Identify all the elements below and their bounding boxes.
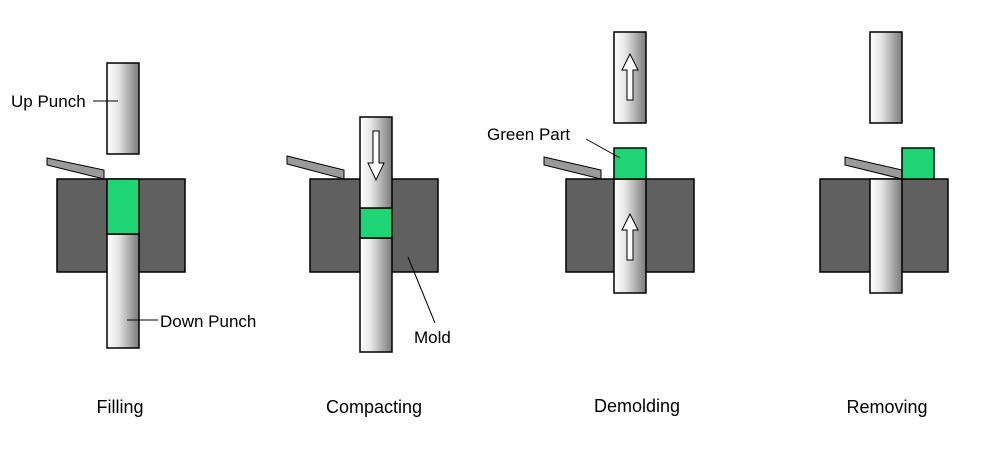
caption-removing: Removing bbox=[846, 397, 927, 417]
caption-demolding: Demolding bbox=[594, 396, 680, 416]
down-punch bbox=[106, 233, 140, 349]
stage-compacting: Mold Compacting bbox=[286, 116, 451, 417]
caption-filling: Filling bbox=[96, 397, 143, 417]
stage-demolding: Green Part Demolding bbox=[487, 31, 695, 416]
down-punch bbox=[869, 178, 903, 294]
up-punch bbox=[869, 31, 903, 124]
green-part bbox=[106, 178, 140, 235]
feeder-shoe bbox=[844, 156, 903, 180]
green-part bbox=[901, 147, 935, 180]
label-green-part: Green Part bbox=[487, 125, 570, 144]
feeder-shoe bbox=[46, 157, 105, 180]
arrow-up-icon bbox=[621, 52, 639, 101]
leader-line-mold bbox=[407, 256, 436, 324]
down-punch bbox=[359, 237, 393, 353]
feeder-shoe bbox=[543, 156, 602, 180]
leader-line-green-part bbox=[585, 138, 621, 159]
arrow-up-icon bbox=[621, 212, 639, 261]
label-mold: Mold bbox=[414, 328, 451, 347]
label-up-punch: Up Punch bbox=[11, 92, 86, 111]
feeder-shoe bbox=[286, 155, 345, 180]
arrow-down-icon bbox=[367, 130, 385, 182]
stage-removing: Removing bbox=[819, 31, 949, 417]
caption-compacting: Compacting bbox=[326, 397, 422, 417]
green-part bbox=[613, 147, 647, 180]
green-part bbox=[359, 207, 393, 239]
up-punch bbox=[106, 62, 140, 155]
label-down-punch: Down Punch bbox=[160, 312, 256, 331]
stage-filling: Up Punch Down Punch Filling bbox=[11, 62, 256, 417]
